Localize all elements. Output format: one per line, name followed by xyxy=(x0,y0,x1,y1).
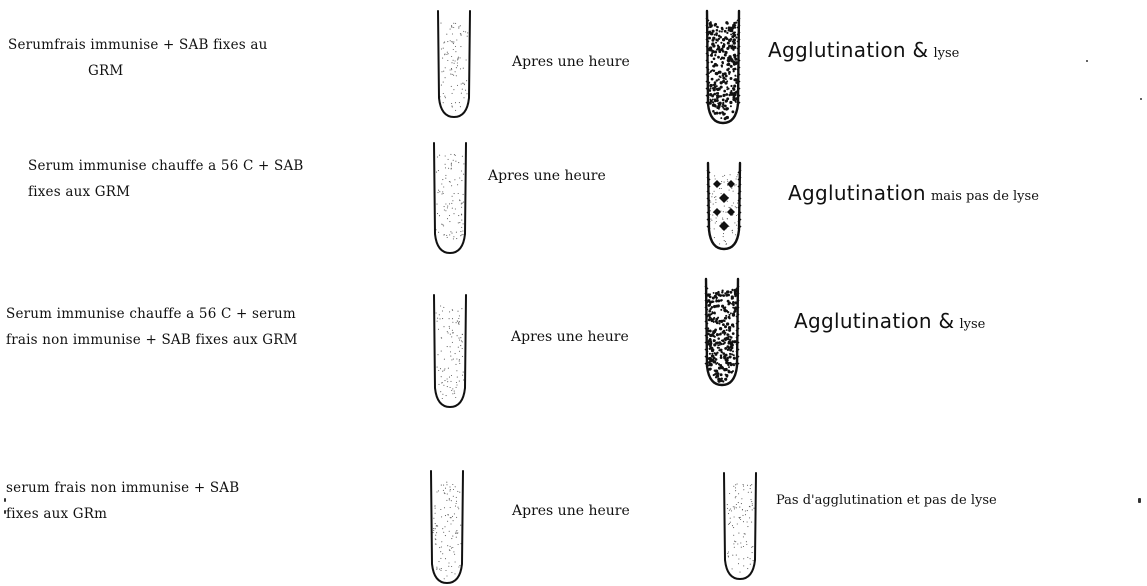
stray-mark xyxy=(4,510,6,514)
row2-result: Agglutination mais pas de lyse xyxy=(788,181,1039,205)
stray-mark xyxy=(1140,98,1142,100)
row1-after-tube-dense-dots-icon xyxy=(703,8,743,126)
stray-mark xyxy=(1138,498,1141,503)
row1-condition-line2: GRM xyxy=(8,58,368,84)
row3-result-big: Agglutination & xyxy=(794,309,954,333)
row1-result-big: Agglutination & xyxy=(768,38,928,62)
row3-result-small: lyse xyxy=(960,317,986,332)
row3-after: Apres une heure xyxy=(511,329,629,345)
row2-condition: Serum immunise chauffe a 56 C + SAB fixe… xyxy=(28,153,388,205)
row1-result: Agglutination & lyse xyxy=(768,38,959,62)
row4-after-tube-sparse-icon xyxy=(720,470,760,582)
row2-after-tube-diamond-clumps-icon xyxy=(704,160,744,252)
stray-mark xyxy=(1086,60,1088,62)
row4-condition-line1: serum frais non immunise + SAB xyxy=(6,475,366,501)
row1-condition-line1: Serumfrais immunise + SAB fixes au xyxy=(8,32,368,58)
row1-result-small: lyse xyxy=(934,46,960,61)
row4-after: Apres une heure xyxy=(512,503,630,519)
row2-condition-line1: Serum immunise chauffe a 56 C + SAB xyxy=(28,153,388,179)
row4-condition: serum frais non immunise + SAB fixes aux… xyxy=(6,475,366,527)
row4-result-small: Pas d'agglutination et pas de lyse xyxy=(776,493,997,508)
row4-condition-line2: fixes aux GRm xyxy=(6,501,366,527)
row3-condition: Serum immunise chauffe a 56 C + serum fr… xyxy=(6,301,386,353)
row2-result-small: mais pas de lyse xyxy=(931,189,1039,204)
row4-result: Pas d'agglutination et pas de lyse xyxy=(776,485,997,509)
row2-result-big: Agglutination xyxy=(788,181,926,205)
row2-before-tube-sparse-icon xyxy=(430,140,470,256)
row1-condition: Serumfrais immunise + SAB fixes au GRM xyxy=(8,32,368,84)
row2-after: Apres une heure xyxy=(488,168,606,184)
row2-condition-line2: fixes aux GRM xyxy=(28,179,388,205)
stray-mark xyxy=(4,498,6,502)
row3-before-tube-sparse-icon xyxy=(430,292,470,410)
row4-before-tube-sparse-icon xyxy=(427,468,467,586)
row1-after: Apres une heure xyxy=(512,54,630,70)
row3-condition-line1: Serum immunise chauffe a 56 C + serum xyxy=(6,301,386,327)
row1-before-tube-sparse-icon xyxy=(434,8,474,120)
row3-condition-line2: frais non immunise + SAB fixes aux GRM xyxy=(6,327,386,353)
row3-result: Agglutination & lyse xyxy=(794,309,985,333)
row3-after-tube-dense-dots-icon xyxy=(702,276,742,388)
